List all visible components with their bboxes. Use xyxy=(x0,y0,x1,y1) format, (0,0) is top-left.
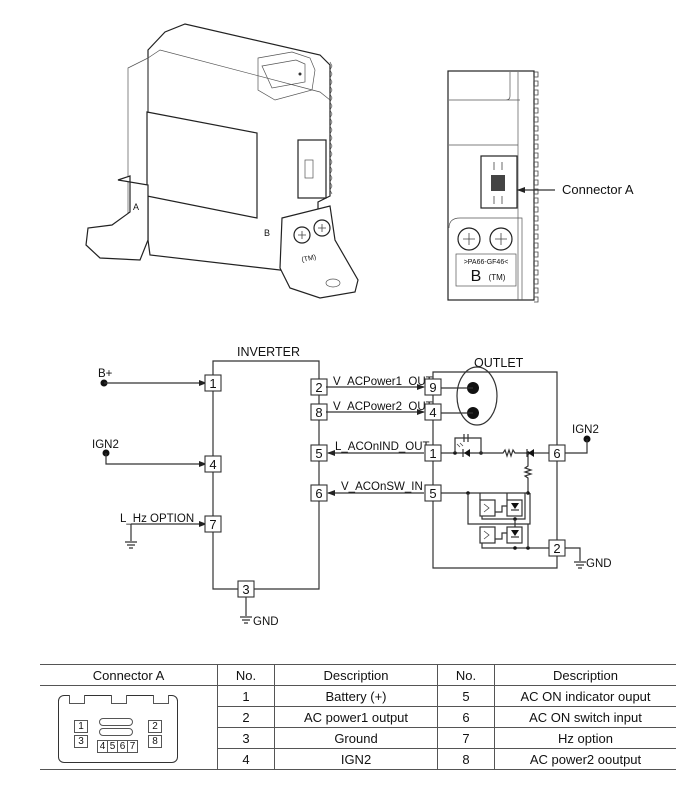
outlet-pin-label: 5 xyxy=(429,486,436,501)
outlet-pin-label: 9 xyxy=(429,380,436,395)
outlet-pin-box xyxy=(424,378,442,396)
signal-ac-on-sw: V_ACOnSW_IN xyxy=(341,481,423,493)
col-header: Description xyxy=(494,664,676,686)
connector-a-callout: Connector A xyxy=(562,182,634,197)
mold-code: >PA66-GF46< xyxy=(464,259,509,266)
signal-ac-power2: V_ACPower2_OUT xyxy=(333,401,433,413)
table-row: 1 2 3 8 4 5 6 7 1 Battery (+) 5 AC ON in… xyxy=(40,685,676,770)
outlet-pin-label: 2 xyxy=(553,541,560,556)
pin-desc: Hz option xyxy=(494,727,676,749)
pin-desc: IGN2 xyxy=(274,748,438,770)
pin-no: 4 xyxy=(217,748,275,770)
inverter-isometric-view: A B (TM) xyxy=(85,23,359,299)
mark-b: B xyxy=(264,228,270,238)
ign2-left-label: IGN2 xyxy=(92,439,119,451)
table-header: Connector A No. Description No. Descript… xyxy=(40,664,676,686)
outlet-pin-label: 1 xyxy=(429,446,436,461)
mark-b: B xyxy=(471,268,482,285)
wiring-schematic: INVERTER B+ IGN2 L_Hz OPTION 1 4 7 2 8 5 6 3 GN… xyxy=(92,345,612,628)
inverter-pin-box xyxy=(204,374,222,392)
connector-latch xyxy=(491,175,505,191)
mark-b-tm: (TM) xyxy=(301,254,317,264)
pin-no: 7 xyxy=(437,727,495,749)
resistor-icon xyxy=(470,448,528,458)
outlet-title: OUTLET xyxy=(474,356,524,370)
pin-desc: AC ON indicator ouput xyxy=(494,685,676,707)
inverter-pin-label: 7 xyxy=(209,517,216,532)
inverter-side-view: Connector A >PA66-GF46< B (TM) xyxy=(447,70,634,303)
signal-ac-power1: V_ACPower1_OUT xyxy=(333,376,433,388)
col-header: No. xyxy=(437,664,495,686)
connector-pin: 1 xyxy=(74,720,88,733)
inverter-pin-label: 8 xyxy=(315,405,322,420)
col-header: Connector A xyxy=(40,664,218,686)
pin-desc: AC ON switch input xyxy=(494,706,676,728)
outlet-pin-label: 6 xyxy=(553,446,560,461)
inverter-pin-label: 3 xyxy=(242,582,249,597)
pin-desc: Battery (+) xyxy=(274,685,438,707)
pin-desc: AC power1 output xyxy=(274,706,438,728)
connector-pin: 2 xyxy=(148,720,162,733)
table-row: 4 IGN2 8 AC power2 ooutput xyxy=(40,748,676,770)
pin-no: 1 xyxy=(217,685,275,707)
pin-desc: AC power2 ooutput xyxy=(494,748,676,770)
resistor-icon xyxy=(523,453,533,493)
ground-icon xyxy=(125,541,137,549)
photo-diode-icon xyxy=(511,503,519,509)
ground-icon xyxy=(240,616,252,624)
outlet-pin-box xyxy=(424,403,442,421)
connector-a-face-drawing: 1 2 3 8 4 5 6 7 xyxy=(58,695,178,763)
b-plus-label: B+ xyxy=(98,368,113,380)
connector-face-cell: 1 2 3 8 4 5 6 7 xyxy=(40,685,218,770)
outlet-gnd-label: GND xyxy=(586,558,612,570)
hz-option-label: L_Hz OPTION xyxy=(120,513,194,525)
callout-arrow-icon xyxy=(517,187,525,193)
outlet-pin-label: 4 xyxy=(429,405,436,420)
pin-no: 2 xyxy=(217,706,275,728)
ground-icon xyxy=(574,561,586,569)
pin-no: 8 xyxy=(437,748,495,770)
inverter-pin-label: 4 xyxy=(209,457,216,472)
connector-a-socket xyxy=(297,139,327,199)
inverter-diagram: A B (TM) Connector A >PA66-GF46< B (TM) xyxy=(85,23,634,628)
inverter-pin-label: 2 xyxy=(315,380,322,395)
screw-hole-icon xyxy=(298,72,302,76)
connector-pin: 3 xyxy=(74,735,88,748)
col-header: Description xyxy=(274,664,438,686)
diode-icon xyxy=(528,449,534,457)
pin-no: 3 xyxy=(217,727,275,749)
outlet-box xyxy=(432,371,558,569)
mark-a: A xyxy=(133,202,139,212)
capacitor-icon xyxy=(463,434,469,442)
pin-no: 5 xyxy=(437,685,495,707)
pin-desc: Ground xyxy=(274,727,438,749)
mark-b-tm: (TM) xyxy=(489,273,506,282)
inverter-gnd-label: GND xyxy=(253,616,279,628)
mount-hole-icon xyxy=(325,278,341,288)
connector-pin: 8 xyxy=(148,735,162,748)
signal-ac-on-ind: L_ACOnIND_OUT xyxy=(335,441,430,453)
inverter-pin-label: 6 xyxy=(315,486,322,501)
outlet-socket xyxy=(456,366,498,426)
photo-diode-icon xyxy=(511,530,519,536)
inverter-pin-box xyxy=(204,515,222,533)
inverter-pin-label: 1 xyxy=(209,376,216,391)
inverter-box xyxy=(212,360,320,590)
pin-no: 6 xyxy=(437,706,495,728)
ign2-right-label: IGN2 xyxy=(572,424,599,436)
inverter-title: INVERTER xyxy=(237,345,300,359)
inverter-pin-box xyxy=(204,455,222,473)
connector-pin-table: Connector A No. Description No. Descript… xyxy=(40,664,676,770)
led-icon xyxy=(464,449,470,457)
inverter-pin-label: 5 xyxy=(315,446,322,461)
col-header: No. xyxy=(217,664,275,686)
label-plate xyxy=(146,111,258,219)
connector-pin: 7 xyxy=(127,740,138,753)
